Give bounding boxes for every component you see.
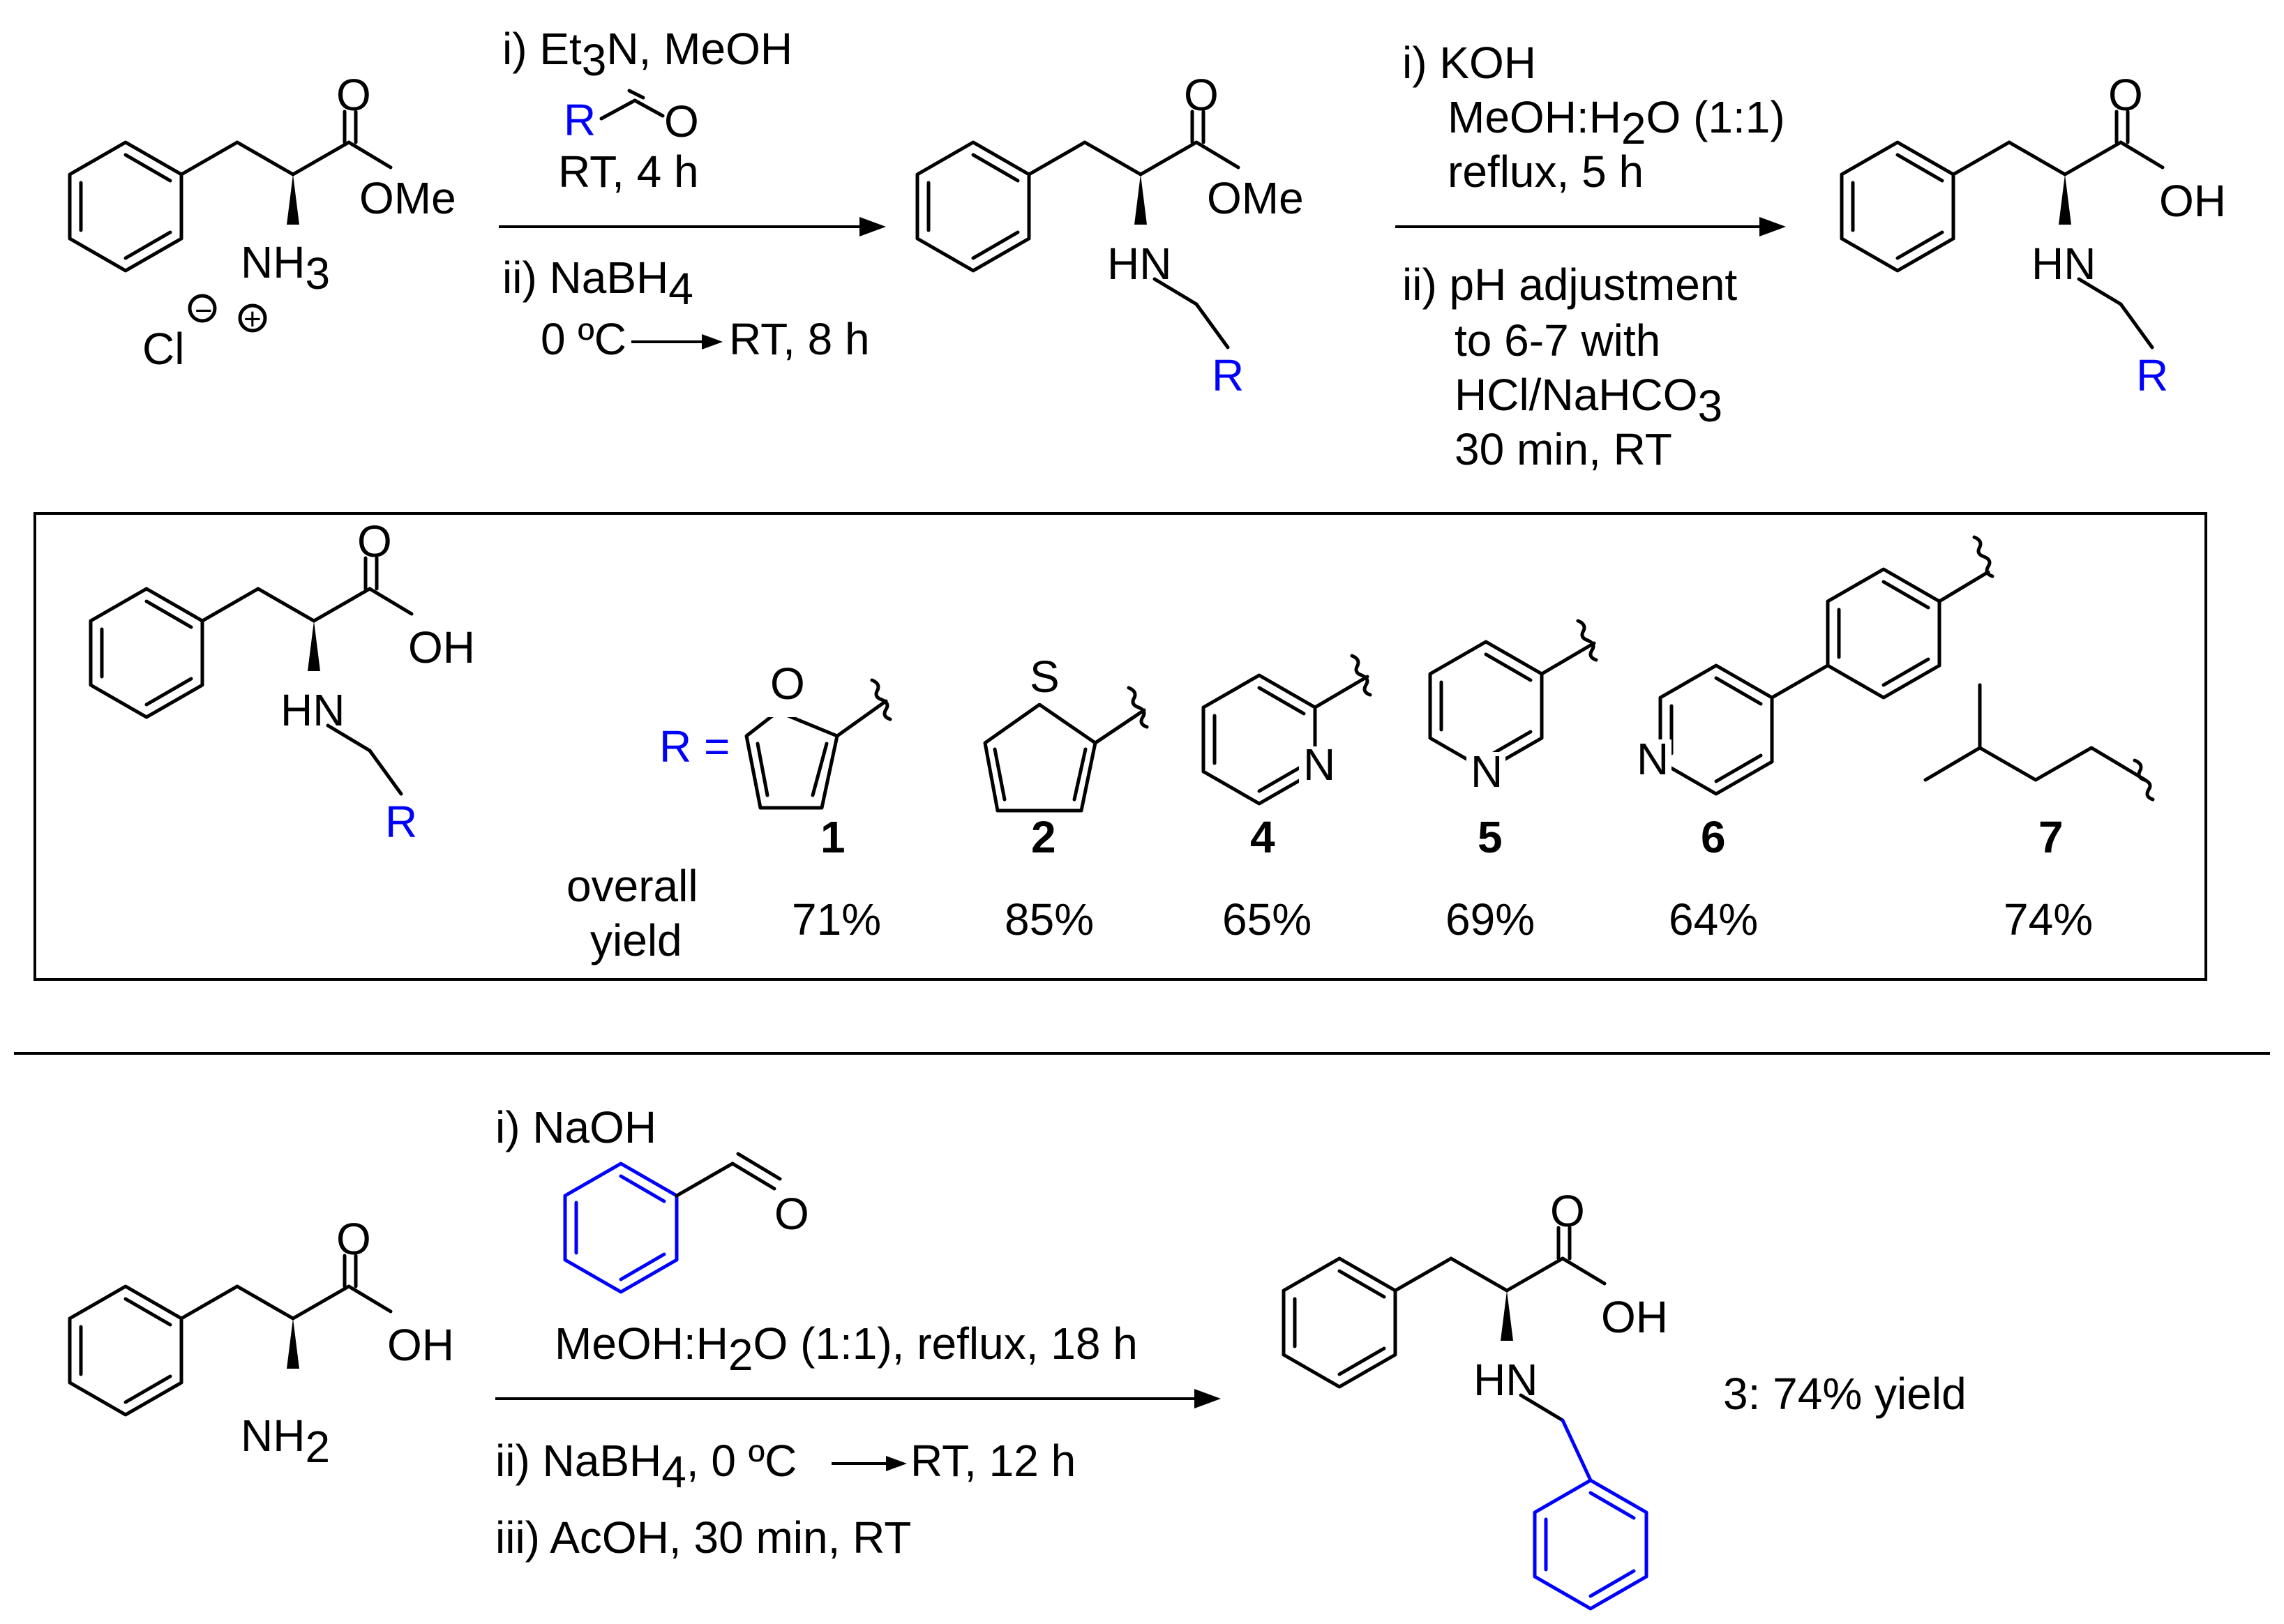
svg-text:OMe: OMe [1207,173,1304,223]
svg-text:HN: HN [1473,1355,1538,1405]
atom-o: O [336,70,371,120]
svg-text:O: O [336,1214,371,1264]
svg-text:HN: HN [1107,239,1171,289]
svg-text:O: O [2108,70,2143,120]
n-alkyl-acid-structure: O OH HN R [1842,70,2226,400]
step3-line3: ii) NaBH4, 0 ºC [495,1436,797,1497]
substituent-pyridylphenyl: N [1632,535,1994,796]
step1-line2: RT, 4 h [558,146,699,197]
step3-line2: MeOH:H2O (1:1), reflux, 18 h [555,1318,1138,1380]
scope-general-structure: O OH HN R [91,516,475,847]
svg-text:O: O [774,1189,809,1239]
step2-line6: HCl/NaHCO3 [1455,370,1722,431]
svg-text:N: N [1471,746,1503,797]
step3-line3-post: RT, 12 h [910,1436,1076,1486]
benzaldehyde-structure [565,1164,677,1292]
compound-number: 4 [1250,812,1275,862]
compound-number: 5 [1478,812,1503,862]
yield-values: 71% 85% 65% 69% 64% 74% [792,894,2093,945]
compound-number: 6 [1701,812,1726,862]
yield-value: 65% [1222,894,1312,945]
step2-line7: 30 min, RT [1455,424,1672,474]
atom-ome: OMe [359,173,456,223]
svg-text:OH: OH [1601,1292,1668,1342]
atom-nh3: NH3 [241,237,330,299]
svg-text:R: R [385,797,417,847]
n-alkyl-ester-structure: O OMe HN R [917,70,1304,400]
step2-line3: reflux, 5 h [1448,146,1644,197]
overall-yield-label-2: yield [590,915,682,965]
compound-labels: 1 2 4 5 6 7 [820,812,2064,862]
svg-text:O: O [1550,1186,1585,1236]
phe-ome-hcl-structure: O OMe NH3 Cl − + [70,70,456,374]
compound-number: 1 [820,812,846,862]
step3-conditions: i) NaOH O MeOH:H2O (1:1), reflux, 18 h i… [495,1102,1221,1563]
svg-text:R: R [2136,350,2168,400]
yield-value: 64% [1669,894,1758,945]
step1-conditions: i) Et3N, MeOH R O RT, 4 h ii) NaBH4 0 ºC… [499,24,886,364]
step2-line1: i) KOH [1402,38,1536,88]
step3-line4: iii) AcOH, 30 min, RT [495,1512,911,1563]
substituent-furanyl: O [744,659,892,810]
step1-line3: ii) NaBH4 [502,253,693,314]
yield-value: 85% [1005,894,1094,945]
svg-text:R: R [1212,350,1244,400]
svg-text:O: O [357,516,392,566]
svg-text:NH2: NH2 [241,1411,330,1472]
svg-text:OH: OH [408,622,475,672]
product3-label: 3: 74% yield [1723,1369,1967,1419]
yield-value: 74% [2004,894,2093,945]
step2-line5: to 6-7 with [1455,315,1660,366]
yield-value: 69% [1445,894,1535,945]
substituent-pyridin-2-yl: N [1201,654,1372,806]
step2-conditions: i) KOH MeOH:H2O (1:1) reflux, 5 h ii) pH… [1395,38,1786,474]
svg-text:HN: HN [2031,239,2096,289]
r-equals-label: R = [659,721,730,772]
step1-line4-post: RT, 8 h [729,314,870,364]
svg-text:N: N [1303,739,1335,790]
substituent-thienyl: S [983,652,1149,813]
svg-text:N: N [1637,734,1669,784]
n-benzyl-phe-structure: O OH HN [1284,1186,1668,1609]
yield-value: 71% [792,894,881,945]
overall-yield-label: overall [566,861,698,911]
atom-cl: Cl [142,324,184,374]
phenylalanine-structure: O OH NH2 [70,1214,454,1472]
svg-text:O: O [1184,70,1219,120]
svg-text:S: S [1030,652,1060,702]
svg-text:HN: HN [280,685,345,735]
substituent-isopentyl [1923,683,2155,802]
step2-line4: ii) pH adjustment [1402,260,1737,310]
svg-text:OH: OH [2159,176,2226,226]
charge-minus: − [195,294,213,328]
scope-box [33,512,2207,981]
svg-text:OH: OH [387,1320,454,1370]
substituent-pyridin-3-yl: N [1428,619,1598,797]
charge-plus: + [243,302,262,336]
aldehyde-r: R [564,95,596,145]
compound-number: 7 [2038,812,2064,862]
step3-line1: i) NaOH [495,1102,656,1152]
step1-line1: i) Et3N, MeOH [502,24,792,85]
step2-line2: MeOH:H2O (1:1) [1448,92,1785,153]
step1-line4-pre: 0 ºC [541,314,626,364]
svg-text:O: O [770,659,805,709]
compound-number: 2 [1031,812,1056,862]
aldehyde-o: O [664,96,699,146]
